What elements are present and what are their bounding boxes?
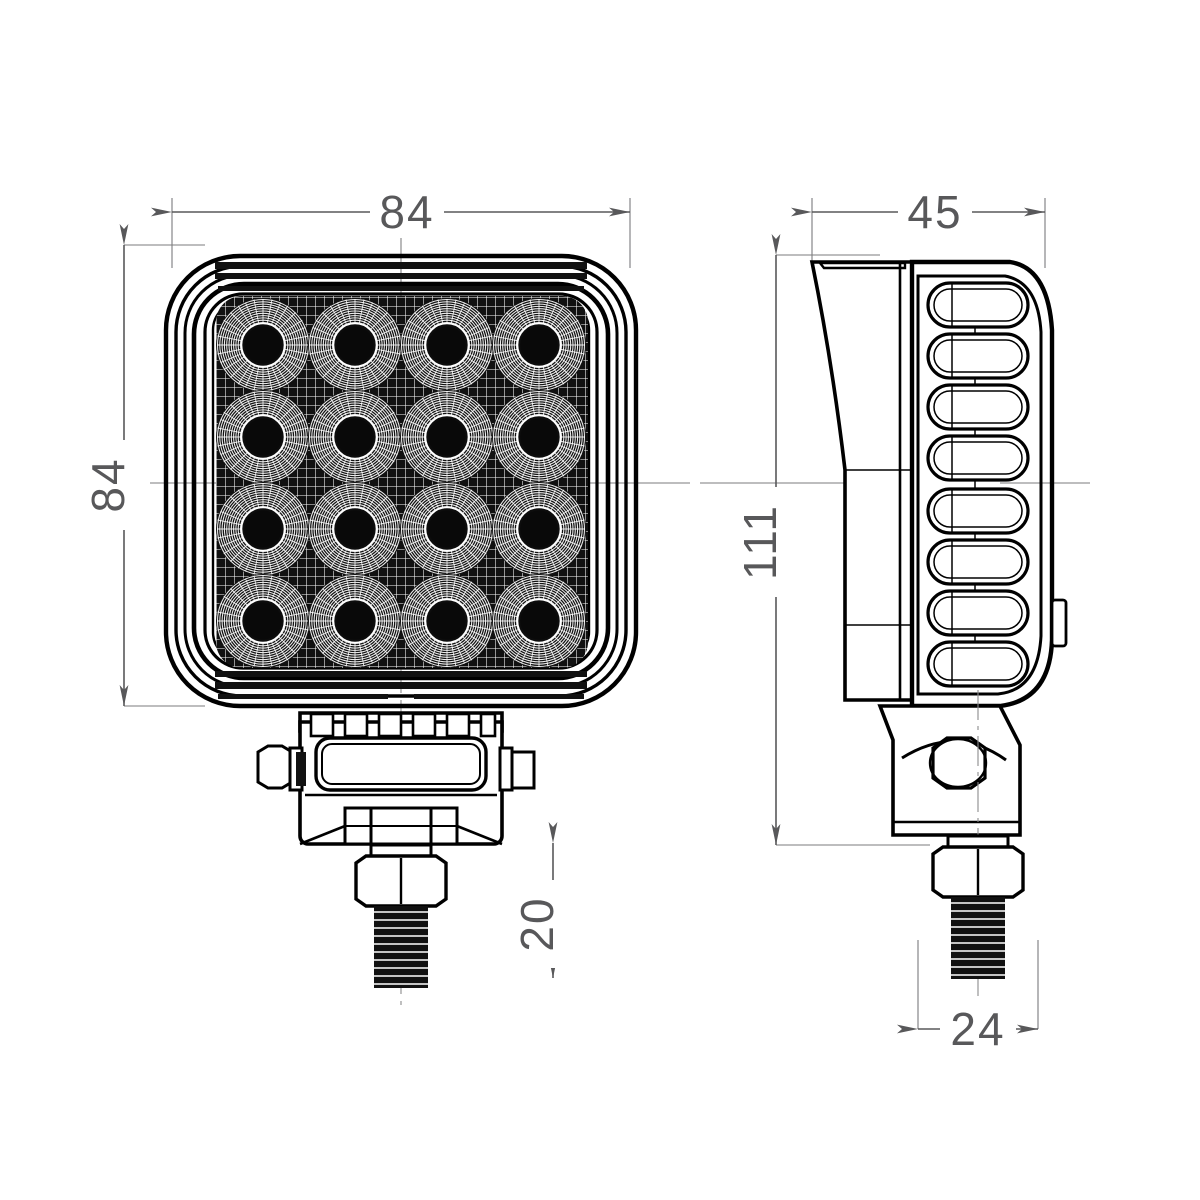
bracket-hex-bolt <box>928 736 988 790</box>
heatsink-fin <box>926 281 1030 329</box>
side-connector-tab <box>1050 598 1068 648</box>
heatsink-fins <box>926 281 1030 688</box>
led-lens-array <box>216 296 588 668</box>
dim-side-depth: 45 <box>907 186 962 238</box>
heatsink-shell-inner <box>916 274 1043 696</box>
heatsink-fin <box>926 383 1030 431</box>
heatsink-fin <box>926 487 1030 535</box>
dim-stud-width: 24 <box>950 1003 1005 1055</box>
bracket-label-plate-inner <box>321 743 481 785</box>
bracket-left-bolt <box>256 744 306 792</box>
heatsink-fin <box>926 589 1030 637</box>
heatsink-fin <box>926 434 1030 482</box>
dimension-texts: 84 84 20 45 111 24 <box>82 186 1016 1056</box>
heatsink-fin <box>926 332 1030 380</box>
heatsink-fin <box>926 640 1030 688</box>
bracket-center-nut <box>299 806 503 846</box>
side-view <box>700 198 1090 1055</box>
stud-assembly-front <box>354 843 448 988</box>
dim-front-height: 84 <box>82 457 134 512</box>
bracket-right-bolt <box>498 746 536 792</box>
heatsink-fin <box>926 538 1030 586</box>
heatsink-fin-inner-lines <box>933 283 1023 686</box>
dim-side-height: 111 <box>734 504 786 580</box>
side-housing-lip <box>817 261 907 270</box>
side-housing-body <box>809 260 914 702</box>
dim-stud-length: 20 <box>511 896 563 951</box>
front-view <box>113 198 690 1010</box>
dim-front-width: 84 <box>379 186 434 238</box>
bracket-comb-slots <box>309 712 497 738</box>
stud-assembly-side <box>931 834 1025 979</box>
housing-top-flange <box>215 262 587 291</box>
housing-bottom-flange <box>215 671 587 699</box>
